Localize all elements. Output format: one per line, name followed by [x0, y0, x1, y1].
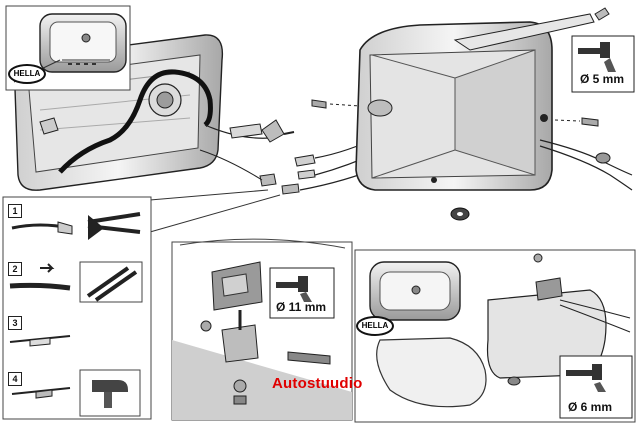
- watermark-text: Autostuudio: [272, 375, 363, 392]
- step-number-4: 4: [8, 372, 22, 386]
- inset-lamp-front: [5, 5, 131, 91]
- steps-panel: [2, 196, 152, 420]
- connector-wires: [199, 119, 470, 221]
- step-number-1: 1: [8, 204, 22, 218]
- hella-logo-badge: HELLA: [8, 64, 46, 84]
- step-number-3: 3: [8, 316, 22, 330]
- right-lamp-housing: [311, 7, 633, 191]
- step-number-2: 2: [8, 262, 22, 276]
- hella-logo-badge: HELLA: [356, 316, 394, 336]
- drill-size-label-main: Ø 5 mm: [580, 72, 625, 86]
- drill-size-label-housing: Ø 6 mm: [568, 400, 613, 414]
- bracket-panel: [171, 238, 353, 421]
- drill-size-label-bracket: Ø 11 mm: [276, 300, 327, 314]
- housing-panel: [354, 249, 636, 423]
- drill-icon: [571, 35, 635, 93]
